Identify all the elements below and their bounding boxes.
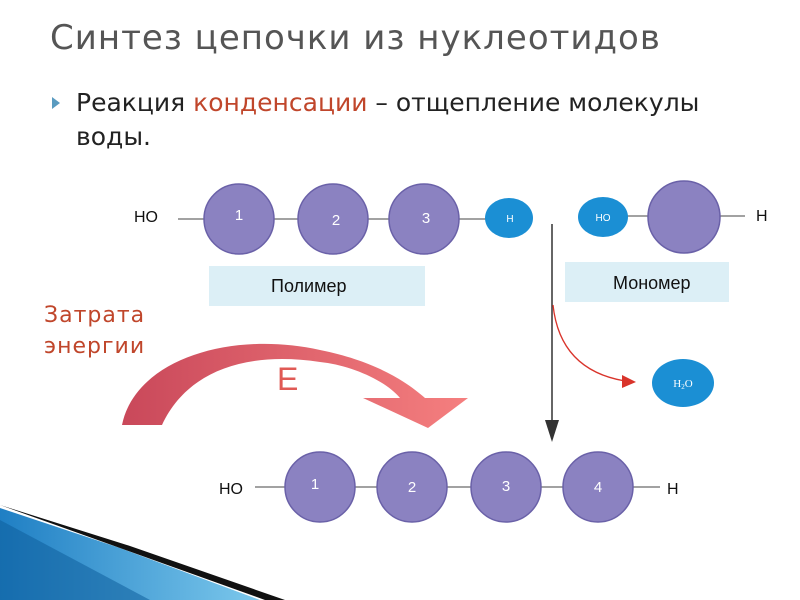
bottom-node-4 [562,451,634,523]
bottom-chain-ho-label: HO [219,481,243,498]
top-chain-ho-label: HO [134,209,158,226]
water-label-sub: 2 [681,383,685,391]
slide-title: Синтез цепочки из нуклеотидов [50,18,661,58]
top-node-1-label: 1 [235,207,243,224]
energy-arc-arrow [122,343,468,428]
monomer-label: Мономер [613,273,691,293]
monomer-h-label: H [756,208,768,225]
top-node-2 [297,183,369,255]
polymer-label: Полимер [271,276,347,296]
decorative-sweep [0,505,285,600]
energy-cost-label: Затрата энергии [44,300,145,362]
bottom-chain-h-label: H [667,481,679,498]
energy-line-2: энергии [44,334,146,359]
bottom-node-2-label: 2 [408,479,416,496]
water-molecule [652,359,714,407]
monomer-ho-label: HO [596,213,611,224]
water-label-o: O [685,378,693,390]
bullet-text-end: – отщепление молекулы воды. [76,88,700,151]
top-node-3-label: 3 [422,210,430,227]
bottom-node-2 [376,451,448,523]
monomer-ho-group [578,197,628,237]
bottom-node-4-label: 4 [594,479,602,496]
top-node-3 [388,183,460,255]
water-label-h: H [673,378,681,390]
bullet-point: Реакция конденсации – отщепление молекул… [52,86,772,154]
bottom-node-1-label: 1 [311,476,319,493]
bullet-text-start: Реакция [76,88,194,117]
water-release-curve [552,304,626,382]
bottom-node-3-label: 3 [502,478,510,495]
water-label: H2O [673,378,692,391]
top-h-group-label: H [506,214,513,225]
polymer-label-box: Полимер [209,266,425,306]
monomer-label-box: Мономер [565,262,729,302]
bottom-node-1 [284,451,356,523]
top-h-group [485,198,533,238]
monomer-node [647,180,721,254]
energy-symbol: E [277,361,298,397]
top-node-1 [203,183,275,255]
bullet-highlight: конденсации [193,88,368,117]
water-release-arrowhead [622,375,636,388]
top-node-2-label: 2 [332,212,340,229]
bottom-node-3 [470,451,542,523]
energy-line-1: Затрата [44,303,146,328]
reaction-arrow-head [545,420,559,442]
bullet-arrow-icon [52,97,60,109]
